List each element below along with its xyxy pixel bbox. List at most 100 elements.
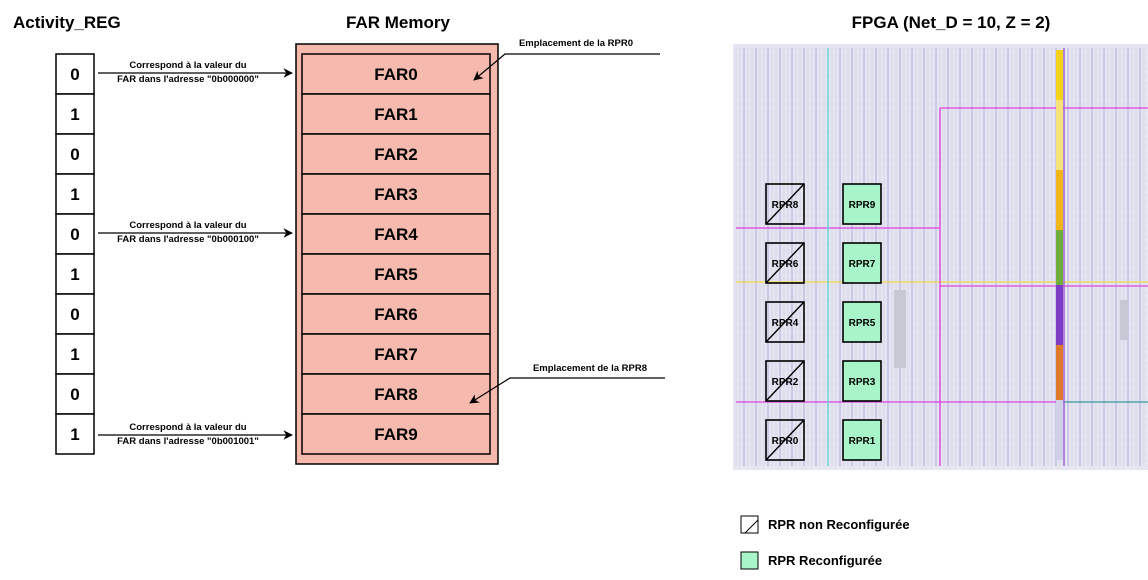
hard-block xyxy=(1120,300,1128,340)
far-cell xyxy=(301,333,491,375)
far-cell xyxy=(301,373,491,415)
far-cell-label: FAR9 xyxy=(374,425,417,444)
far-cell xyxy=(301,53,491,95)
rpr-region-rpr6: RPR6 xyxy=(765,242,805,284)
activity-bit-value: 1 xyxy=(70,265,79,284)
correspondence-line2: FAR dans l'adresse "0b001001" xyxy=(117,436,259,447)
fpga-clock-regions xyxy=(736,48,1148,466)
activity-bit-value: 0 xyxy=(70,385,79,404)
rpr-diagonal xyxy=(765,242,805,284)
correspondence-note-1: Correspond à la valeur du FAR dans l'adr… xyxy=(98,60,293,85)
rpr-box xyxy=(765,301,805,343)
location-rpr0-label: Emplacement de la RPR0 xyxy=(519,38,633,49)
activity-bit-value: 1 xyxy=(70,345,79,364)
rpr-region-rpr0: RPR0 xyxy=(765,419,805,461)
clock-region-strip xyxy=(1056,50,1063,100)
clock-region-strip xyxy=(1056,230,1063,285)
activity-bit-cell xyxy=(55,173,95,215)
rpr-label: RPR9 xyxy=(849,200,876,211)
rpr-label: RPR4 xyxy=(772,318,799,329)
location-rpr8: Emplacement de la RPR8 xyxy=(469,363,665,404)
rpr-box xyxy=(842,242,882,284)
rpr-label: RPR3 xyxy=(849,377,876,388)
far-memory-title: FAR Memory xyxy=(346,13,450,32)
rpr-label: RPR8 xyxy=(772,200,799,211)
correspondence-line2: FAR dans l'adresse "0b000000" xyxy=(117,74,259,85)
rpr-region-rpr7: RPR7 xyxy=(842,242,882,284)
far-cell-label: FAR6 xyxy=(374,305,417,324)
activity-bit-value: 0 xyxy=(70,305,79,324)
location-rpr0: Emplacement de la RPR0 xyxy=(473,38,660,81)
rpr-box xyxy=(842,419,882,461)
activity-bit-value: 1 xyxy=(70,105,79,124)
rpr-label: RPR6 xyxy=(772,259,799,270)
fpga-title: FPGA (Net_D = 10, Z = 2) xyxy=(852,13,1051,32)
legend-swatch-diagonal xyxy=(744,519,759,534)
activity-bit-value: 0 xyxy=(70,225,79,244)
far-cell-label: FAR8 xyxy=(374,385,417,404)
activity-bit-value: 0 xyxy=(70,65,79,84)
correspondence-note-3: Correspond à la valeur du FAR dans l'adr… xyxy=(98,422,293,447)
rpr-diagonal xyxy=(765,360,805,402)
far-cell-label: FAR7 xyxy=(374,345,417,364)
rpr-box xyxy=(842,183,882,225)
rpr-label: RPR0 xyxy=(772,436,799,447)
rpr-diagonal xyxy=(765,183,805,225)
location-rpr0-arrow xyxy=(473,53,660,81)
legend-non-reconfigured-swatch xyxy=(740,515,759,534)
far-cell-label: FAR5 xyxy=(374,265,417,284)
rpr-label: RPR5 xyxy=(849,318,876,329)
clock-region-strip xyxy=(1056,100,1063,170)
clock-region-strip xyxy=(1056,285,1063,345)
activity-bit-cell xyxy=(55,253,95,295)
legend-reconfigured-label: RPR Reconfigurée xyxy=(768,553,882,568)
far-cell xyxy=(301,413,491,455)
clock-region-strip xyxy=(1056,170,1063,230)
activity-bit-value: 0 xyxy=(70,145,79,164)
activity-bit-cell xyxy=(55,413,95,455)
location-rpr8-label: Emplacement de la RPR8 xyxy=(533,363,647,374)
rpr-box xyxy=(765,360,805,402)
rpr-box xyxy=(765,183,805,225)
far-cell-label: FAR1 xyxy=(374,105,417,124)
rpr-box xyxy=(765,419,805,461)
rpr-region-rpr2: RPR2 xyxy=(765,360,805,402)
rpr-box xyxy=(842,301,882,343)
legend: RPR non Reconfigurée RPR Reconfigurée xyxy=(740,515,910,570)
rpr-box xyxy=(842,360,882,402)
far-cell xyxy=(301,133,491,175)
rpr-region-rpr9: RPR9 xyxy=(842,183,882,225)
far-cell xyxy=(301,213,491,255)
clock-region-strip xyxy=(1056,345,1063,400)
correspondence-line1: Correspond à la valeur du xyxy=(129,220,246,231)
correspondence-line1: Correspond à la valeur du xyxy=(129,422,246,433)
legend-reconfigured-swatch xyxy=(740,551,759,570)
rpr-label: RPR2 xyxy=(772,377,799,388)
location-rpr8-arrow xyxy=(469,377,665,404)
far-cell-label: FAR2 xyxy=(374,145,417,164)
correspondence-line2: FAR dans l'adresse "0b000100" xyxy=(117,234,259,245)
rpr-region-rpr4: RPR4 xyxy=(765,301,805,343)
activity-bit-cell xyxy=(55,333,95,375)
activity-bit-value: 1 xyxy=(70,185,79,204)
clock-region-strip xyxy=(1056,400,1063,460)
rpr-diagonal xyxy=(765,301,805,343)
far-cell xyxy=(301,293,491,335)
rpr-region-rpr3: RPR3 xyxy=(842,360,882,402)
legend-non-reconfigured-label: RPR non Reconfigurée xyxy=(768,517,910,532)
activity-register: 0 1 0 1 0 1 0 1 0 1 xyxy=(55,53,95,455)
far-cell-label: FAR0 xyxy=(374,65,417,84)
rpr-region-rpr8: RPR8 xyxy=(765,183,805,225)
hard-block xyxy=(894,290,906,368)
activity-bit-value: 1 xyxy=(70,425,79,444)
correspondence-line1: Correspond à la valeur du xyxy=(129,60,246,71)
far-cell xyxy=(301,253,491,295)
far-cell-label: FAR4 xyxy=(374,225,418,244)
activity-reg-title: Activity_REG xyxy=(13,13,121,32)
rpr-diagonal xyxy=(765,419,805,461)
rpr-label: RPR1 xyxy=(849,436,876,447)
